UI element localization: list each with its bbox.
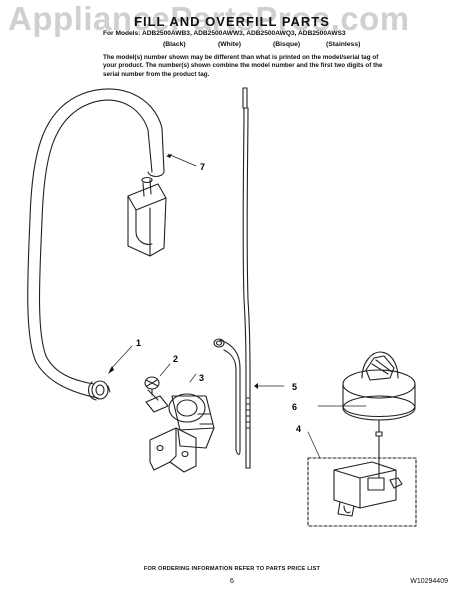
fill-hose-part-1 xyxy=(27,88,165,401)
callout-5: 5 xyxy=(292,382,297,392)
models-line: For Models: ADB2500AWB3, ADB2500AWW3, AD… xyxy=(103,30,346,37)
arrowhead-7 xyxy=(166,154,172,158)
callout-6: 6 xyxy=(292,402,297,412)
color-black: (Black) xyxy=(163,41,186,48)
color-white: (White) xyxy=(218,41,242,48)
watermark: AppliancePartsPros.com xyxy=(8,0,410,37)
clamp-part-2 xyxy=(144,376,160,396)
float-switch-part-4 xyxy=(307,435,417,527)
document-code: W10294409 xyxy=(410,578,448,585)
intro-text: The model(s) number shown may be differe… xyxy=(103,54,383,78)
page-number: 6 xyxy=(230,578,234,585)
callout-2: 2 xyxy=(173,354,178,364)
float-part-6 xyxy=(342,351,416,437)
page-title: FILL AND OVERFILL PARTS xyxy=(134,14,330,29)
callout-7: 7 xyxy=(200,162,205,172)
vent-tube-part-5 xyxy=(213,87,251,469)
hose-bracket-part-7 xyxy=(127,176,167,257)
leader-lines xyxy=(109,153,367,459)
callout-3: 3 xyxy=(199,373,204,383)
callout-1: 1 xyxy=(136,338,141,348)
ordering-note: FOR ORDERING INFORMATION REFER TO PARTS … xyxy=(143,566,321,572)
water-valve-part-3 xyxy=(145,389,215,473)
arrowhead-5 xyxy=(254,383,258,389)
color-bisque: (Bisque) xyxy=(273,41,301,48)
callout-4: 4 xyxy=(296,424,301,434)
color-stainless: (Stainless) xyxy=(326,41,361,48)
arrowhead-1 xyxy=(108,366,114,374)
